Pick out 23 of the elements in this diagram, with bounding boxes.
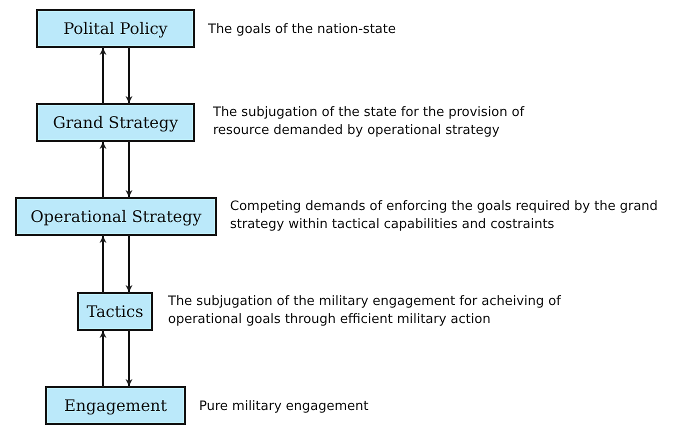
- description-text: Pure military engagement: [199, 398, 370, 416]
- box-title: Grand Strategy: [52, 113, 178, 132]
- arrow: [126, 48, 132, 103]
- arrow: [100, 48, 106, 103]
- description-text: The subjugation of the military engagement for acheiving of operational goals through efficient military action: [168, 293, 562, 329]
- arrow: [100, 236, 106, 292]
- box-title: Operational Strategy: [30, 207, 202, 226]
- process-box: [15, 197, 217, 236]
- process-box: [77, 292, 153, 331]
- process-box: [36, 103, 195, 142]
- description-text: Competing demands of enforcing the goals required by the grand strategy within tactical capabilities and costraints: [230, 198, 659, 234]
- arrow: [126, 142, 132, 197]
- description-text: The goals of the nation-state: [208, 21, 397, 39]
- box-title: Engagement: [64, 396, 167, 415]
- arrow: [126, 236, 132, 292]
- process-box: [36, 9, 195, 48]
- box-title: Tactics: [86, 302, 144, 321]
- arrow: [100, 142, 106, 197]
- process-box: [45, 386, 186, 425]
- arrow: [126, 331, 132, 386]
- arrow: [100, 331, 106, 386]
- description-text: The subjugation of the state for the provision of resource demanded by operational strategy: [213, 104, 526, 140]
- box-title: Polital Policy: [63, 19, 168, 38]
